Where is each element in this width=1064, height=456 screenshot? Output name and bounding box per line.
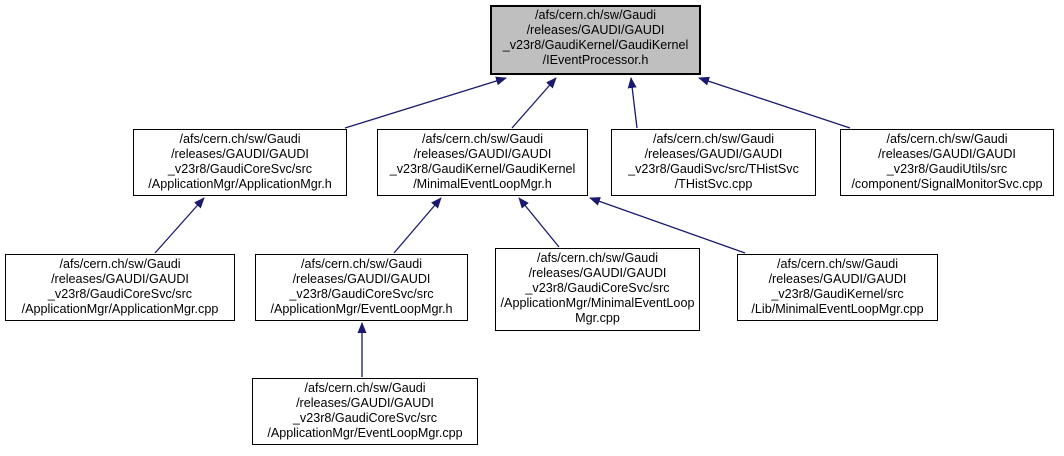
edge-applicationmgr-h-to-ieventprocessor (344, 76, 507, 129)
node-thistsvc-cpp[interactable]: /afs/cern.ch/sw/Gaudi /releases/GAUDI/GA… (611, 129, 816, 196)
node-applicationmgr-cpp[interactable]: /afs/cern.ch/sw/Gaudi /releases/GAUDI/GA… (5, 254, 235, 321)
edge-eventloopmgr-h-to-minimaleventloopmgr-h (393, 197, 442, 254)
node-eventloopmgr-cpp[interactable]: /afs/cern.ch/sw/Gaudi /releases/GAUDI/GA… (252, 378, 478, 445)
node-minimaleventloopmgr-cpp-lib[interactable]: /afs/cern.ch/sw/Gaudi /releases/GAUDI/GA… (737, 254, 938, 321)
node-applicationmgr-h[interactable]: /afs/cern.ch/sw/Gaudi /releases/GAUDI/GA… (133, 129, 347, 196)
edge-signalmonitorsvc-to-ieventprocessor (698, 76, 851, 129)
node-minimaleventloopmgr-cpp-coresvc[interactable]: /afs/cern.ch/sw/Gaudi /releases/GAUDI/GA… (495, 248, 700, 331)
node-minimaleventloopmgr-h[interactable]: /afs/cern.ch/sw/Gaudi /releases/GAUDI/GA… (377, 129, 588, 196)
edge-minimaleventloopmgr-h-to-ieventprocessor (511, 77, 557, 129)
node-signalmonitorsvc-cpp[interactable]: /afs/cern.ch/sw/Gaudi /releases/GAUDI/GA… (840, 129, 1054, 196)
edge-minimaleventloopmgr-cpp-coresvc-to-minimaleventloopmgr-h (518, 197, 560, 248)
node-eventloopmgr-h[interactable]: /afs/cern.ch/sw/Gaudi /releases/GAUDI/GA… (255, 254, 468, 321)
edge-applicationmgr-cpp-to-applicationmgr-h (154, 197, 205, 254)
edge-minimaleventloopmgr-cpp-lib-to-minimaleventloopmgr-h (589, 197, 746, 254)
edge-thistsvc-to-ieventprocessor (627, 77, 638, 129)
node-ieventprocessor-h[interactable]: /afs/cern.ch/sw/Gaudi /releases/GAUDI/GA… (490, 5, 701, 75)
